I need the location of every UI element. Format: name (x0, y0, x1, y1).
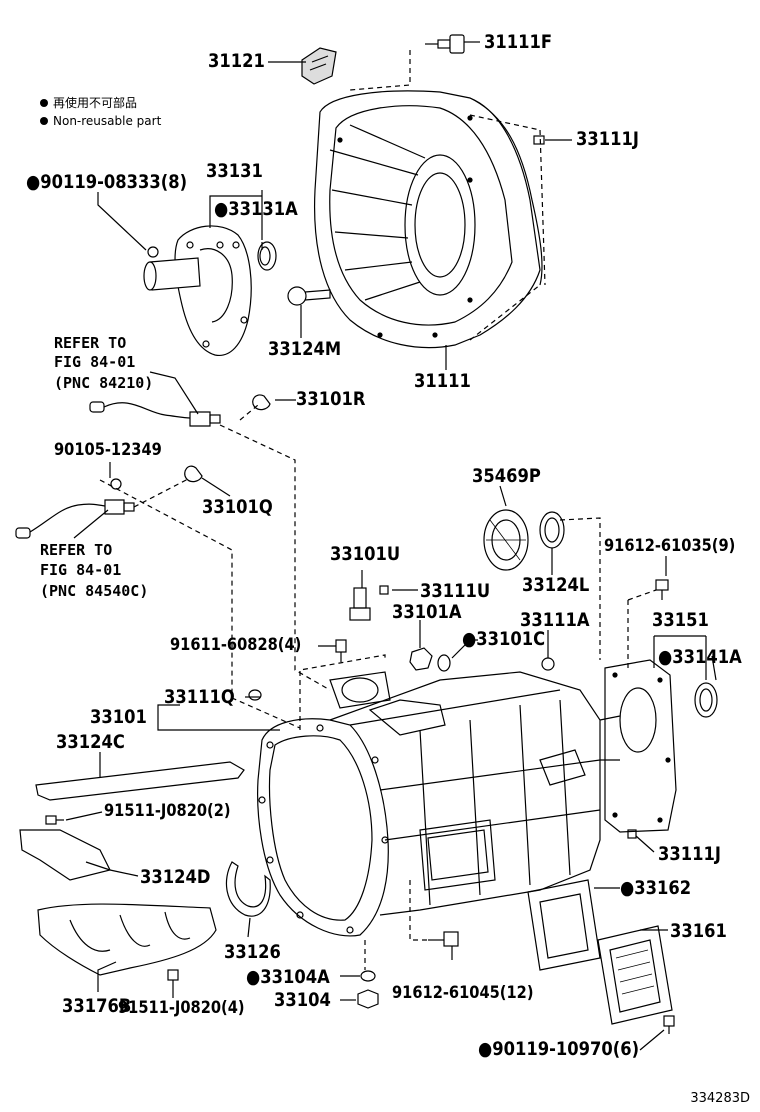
label-91511-J0820-4: 91511-J0820(4) (118, 998, 245, 1018)
label-90119-10970: ●90119-10970(6) (478, 1038, 640, 1060)
seal-33141A-drawing (694, 682, 718, 718)
legend-text-en: Non-reusable part (53, 114, 162, 128)
label-90105-12349: 90105-12349 (54, 440, 162, 460)
label-33111Q: 33111Q (164, 686, 235, 708)
refer-note-1-line3: (PNC 84210) (54, 374, 154, 392)
bullet-icon (40, 99, 48, 107)
label-33131: 33131 (206, 160, 263, 182)
label-33124L: 33124L (522, 574, 590, 596)
bolt-91511-J0820-2-drawing (45, 815, 64, 825)
label-31121: 31121 (208, 50, 265, 72)
label-91611-60828: 91611-60828(4) (170, 635, 302, 655)
bell-housing-31111-drawing (313, 90, 546, 349)
pin-33111U-drawing (379, 585, 389, 595)
plug-33101Q-drawing (184, 465, 203, 483)
label-33101U: 33101U (330, 543, 401, 565)
snap-ring-33126-drawing (225, 861, 271, 917)
seal-33124L-drawing (539, 511, 565, 549)
gasket-33162-drawing (527, 879, 601, 971)
label-33111U: 33111U (420, 580, 491, 602)
label-33111J-bottom: 33111J (658, 843, 721, 865)
label-33111J-top: 33111J (576, 128, 639, 150)
switch-84540C-drawing (15, 499, 135, 539)
bracket-33124D-drawing (19, 829, 111, 881)
refer-note-2-line3: (PNC 84540C) (40, 582, 149, 600)
seal-35469P-drawing (483, 509, 529, 571)
label-33124C: 33124C (56, 731, 125, 753)
refer-note-2-line1: REFER TO (40, 541, 113, 559)
label-33162: ●33162 (620, 877, 692, 899)
refer-note-1-line1: REFER TO (54, 334, 127, 352)
label-33124D: 33124D (140, 866, 211, 888)
refer-note-2-line2: FIG 84-01 (40, 561, 122, 579)
bolt-91611-60828-drawing (335, 639, 347, 662)
plug-33104-drawing (357, 989, 379, 1009)
label-33141A: ●33141A (658, 646, 742, 668)
leader-lines (65, 41, 717, 1051)
label-33101C: ●33101C (462, 628, 546, 650)
part-31121-drawing (301, 47, 337, 85)
label-90119-08333: ●90119-08333(8) (26, 171, 188, 193)
label-33111A: 33111A (520, 609, 590, 631)
pin-33111A-drawing (541, 657, 555, 671)
bolt-90119-10970-drawing (663, 1015, 675, 1034)
pin-33111J-top-drawing (533, 135, 545, 145)
bolt-91612-61035-drawing (655, 579, 669, 600)
bolt-91511-J0820-4-drawing (167, 969, 179, 990)
plate-33124C-drawing (35, 761, 245, 801)
legend-row-jp: 再使用不可部品 (40, 94, 161, 112)
part-33124M-drawing (287, 286, 331, 306)
plug-33101R-drawing (252, 394, 271, 411)
label-33126: 33126 (224, 941, 281, 963)
label-33124M: 33124M (268, 338, 342, 360)
cover-33151-drawing (599, 659, 677, 833)
label-33101: 33101 (90, 706, 147, 728)
plate-33131-drawing (143, 225, 252, 356)
cover-33161-drawing (597, 925, 673, 1025)
label-33131A: ●33131A (214, 198, 298, 220)
switch-84210-drawing (89, 401, 221, 427)
refer-note-1-line2: FIG 84-01 (54, 353, 136, 371)
legend: 再使用不可部品 Non-reusable part (40, 94, 161, 130)
breather-33101U-drawing (349, 587, 371, 621)
label-31111: 31111 (414, 370, 471, 392)
pin-33111J-bottom-drawing (627, 829, 637, 839)
label-91511-J0820-2: 91511-J0820(2) (104, 801, 231, 821)
bolt-91612-61045-drawing (428, 931, 459, 947)
gasket-33104A-drawing (360, 970, 376, 982)
label-35469P: 35469P (472, 465, 541, 487)
label-31111F: 31111F (484, 31, 553, 53)
bullet-icon (40, 117, 48, 125)
legend-row-en: Non-reusable part (40, 112, 161, 130)
pin-33111Q-drawing (248, 689, 262, 701)
label-33104: 33104 (274, 989, 331, 1011)
seal-33131A-drawing (257, 241, 277, 271)
label-33151: 33151 (652, 609, 709, 631)
legend-text-jp: 再使用不可部品 (53, 96, 138, 110)
label-91612-61045: 91612-61045(12) (392, 983, 534, 1003)
label-33101A: 33101A (392, 601, 462, 623)
label-33104A: ●33104A (246, 966, 330, 988)
figure-id: 334283D (690, 1091, 750, 1106)
label-33176B: 33176B (62, 995, 132, 1017)
label-33101R: 33101R (296, 388, 366, 410)
plug-33101A-drawing (409, 647, 433, 671)
bolt-90105-12349-drawing (110, 478, 122, 490)
label-33101Q: 33101Q (202, 496, 273, 518)
bolt-31111F-drawing (425, 34, 465, 54)
transmission-case-33101-drawing (257, 654, 601, 937)
gasket-33101C-drawing (437, 654, 451, 672)
guard-33176B-drawing (37, 903, 217, 976)
label-91612-61035: 91612-61035(9) (604, 536, 736, 556)
label-33161: 33161 (670, 920, 727, 942)
